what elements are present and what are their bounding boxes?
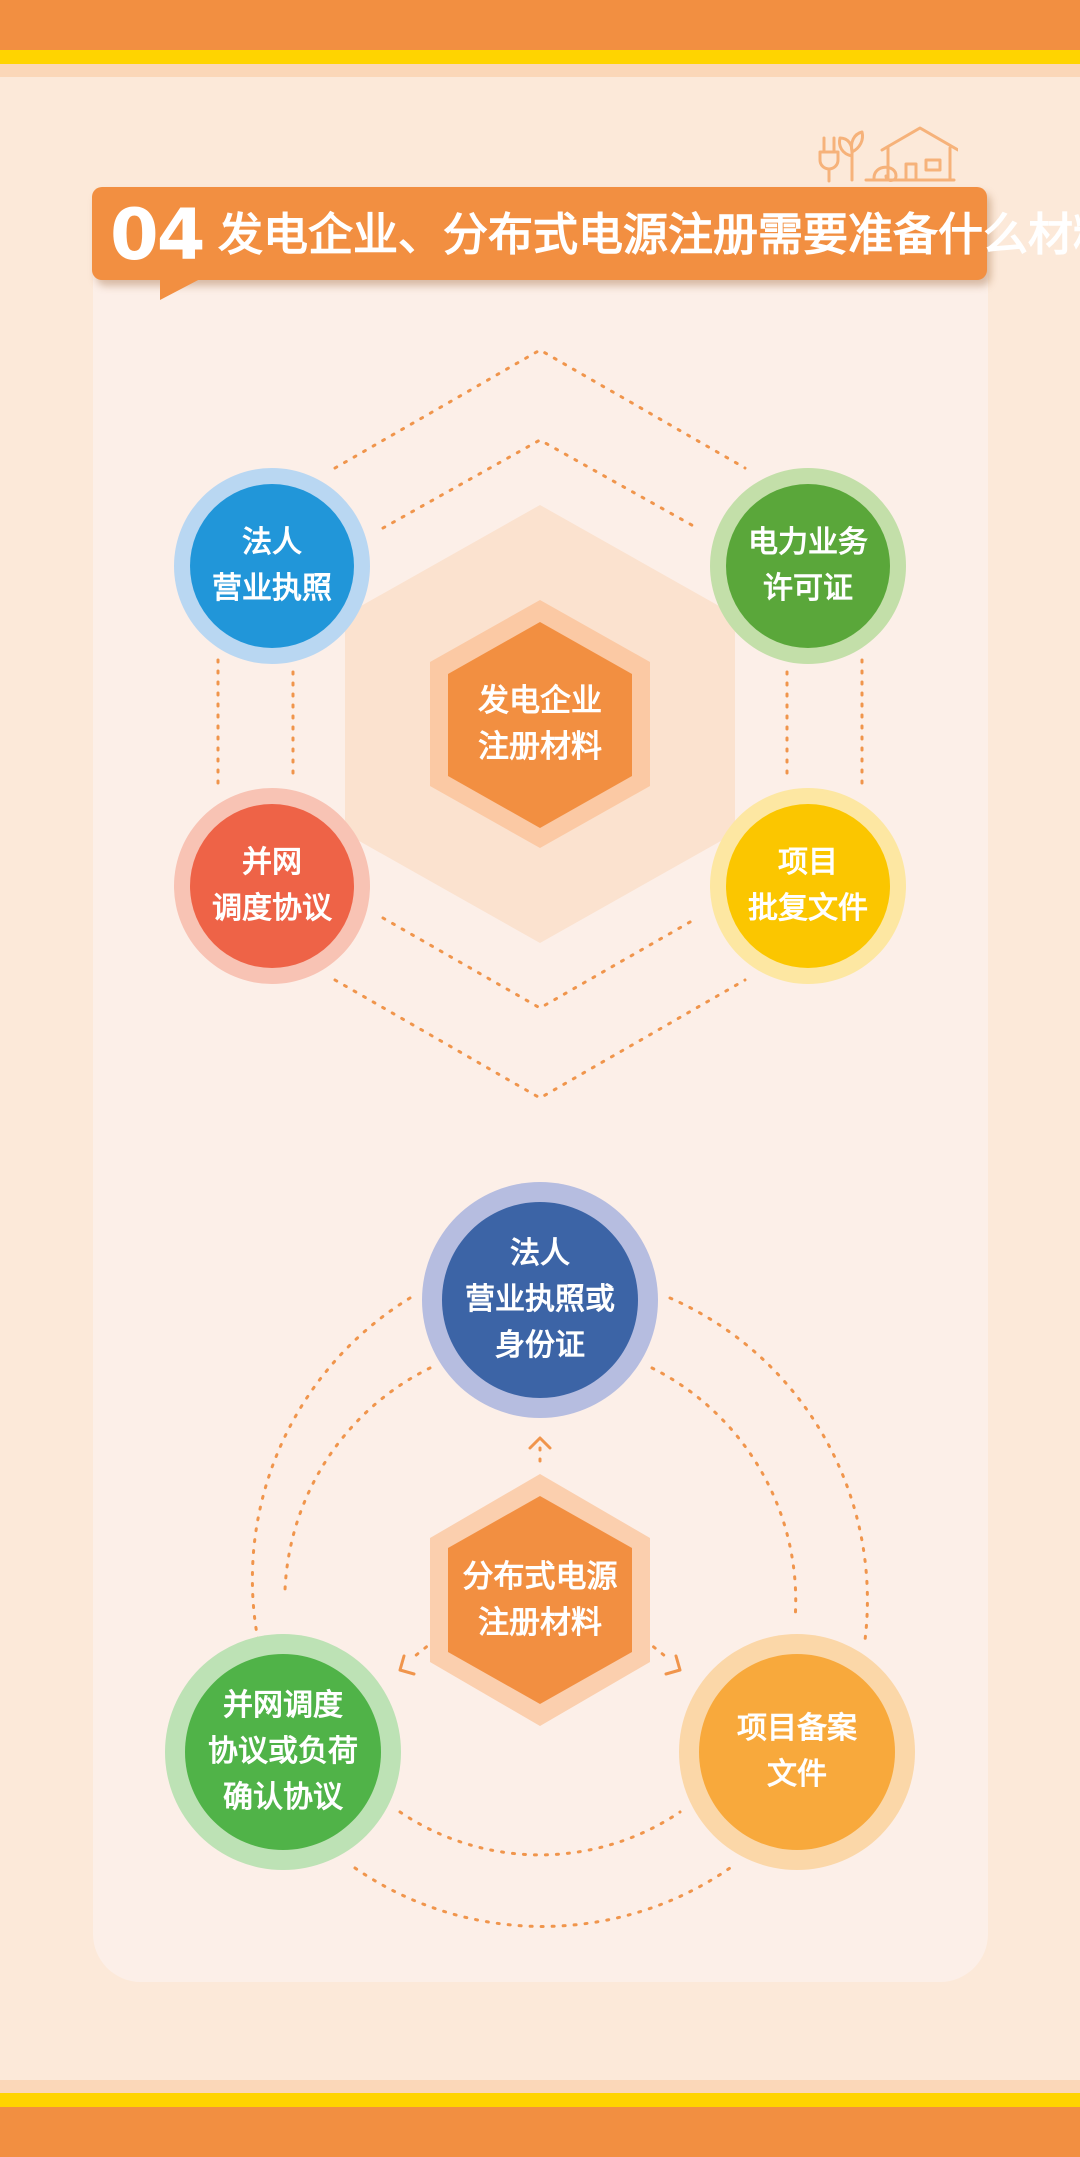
arc-outer-right [668, 1296, 869, 1642]
label-power-permit: 电力业务 许可证 [708, 520, 908, 612]
hex-outline-top-inner [381, 438, 699, 530]
label-line: 调度协议 [212, 891, 332, 926]
hex-outline-top-outer [333, 348, 747, 470]
hex-label-distributed: 分布式电源 注册材料 [440, 1554, 640, 1646]
circle-business-license [190, 484, 354, 648]
hex-label-line: 注册材料 [478, 1605, 602, 1641]
label-license-or-id: 法人 营业执照或 身份证 [440, 1231, 640, 1369]
top-yellow-stripe [0, 50, 1080, 64]
arc-inner-right [650, 1366, 798, 1622]
label-project-filing: 项目备案 文件 [697, 1706, 897, 1798]
hex-label-line: 发电企业 [478, 683, 602, 719]
circle-license-or-id [442, 1202, 638, 1398]
hex-center-distributed [448, 1496, 632, 1704]
label-line: 营业执照或 [465, 1282, 615, 1317]
label-line: 法人 [510, 1236, 570, 1271]
arrow-head-up [528, 1436, 552, 1450]
hex-label-line: 分布式电源 [462, 1559, 618, 1595]
circle-grid-or-load-agreement [185, 1654, 381, 1850]
house-plant-plug-icon [818, 126, 958, 183]
label-line: 电力业务 [748, 525, 868, 560]
label-grid-or-load-agreement: 并网调度 协议或负荷 确认协议 [183, 1683, 383, 1821]
hex-outline-bottom-outer [333, 978, 747, 1100]
label-line: 项目 [778, 845, 838, 880]
arc-inner-left [283, 1366, 432, 1592]
top-orange-band [0, 0, 1080, 50]
label-grid-agreement: 并网 调度协议 [172, 840, 372, 932]
bottom-yellow-stripe [0, 2093, 1080, 2107]
arrow-head-left [398, 1654, 416, 1676]
label-line: 协议或负荷 [208, 1734, 358, 1769]
label-line: 文件 [767, 1757, 827, 1792]
circle-project-approval [726, 804, 890, 968]
arc-inner-bottom [398, 1810, 682, 1857]
label-line: 批复文件 [748, 891, 868, 926]
bottom-orange-band [0, 2107, 1080, 2157]
top-pale-stripe [0, 64, 1080, 77]
title-banner [92, 187, 987, 280]
label-business-license: 法人 营业执照 [172, 520, 372, 612]
label-line: 确认协议 [223, 1780, 343, 1815]
circle-grid-agreement [190, 804, 354, 968]
label-line: 并网 [242, 845, 302, 880]
circle-power-permit [726, 484, 890, 648]
label-project-approval: 项目 批复文件 [708, 840, 908, 932]
label-line: 并网调度 [223, 1688, 343, 1723]
arrow-head-right [664, 1654, 682, 1676]
circle-project-filing [699, 1654, 895, 1850]
label-line: 法人 [242, 525, 302, 560]
label-line: 许可证 [763, 571, 853, 606]
label-line: 身份证 [495, 1328, 585, 1363]
hex-label-line: 注册材料 [478, 729, 602, 765]
arc-outer-left [250, 1296, 412, 1642]
arc-outer-bottom [353, 1866, 732, 1928]
label-line: 营业执照 [212, 571, 332, 606]
label-line: 项目备案 [737, 1711, 857, 1746]
bottom-pale-stripe [0, 2080, 1080, 2093]
hex-center-generation [448, 622, 632, 828]
hex-label-generation: 发电企业 注册材料 [440, 678, 640, 770]
title-number: 04 [110, 194, 205, 276]
title-banner-tail [160, 278, 202, 300]
page-title: 发电企业、分布式电源注册需要准备什么材料 [218, 208, 1080, 261]
